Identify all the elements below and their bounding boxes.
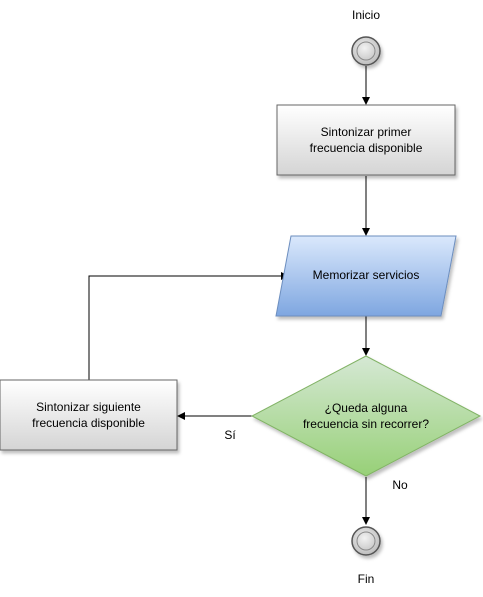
process-tune-next <box>0 379 178 451</box>
branch-yes-label: Sí <box>224 428 236 442</box>
start-terminal <box>351 36 381 66</box>
process-tune-next-label: Sintonizar siguiente frecuencia disponib… <box>32 400 145 430</box>
io-memorize-services-label: Memorizar servicios <box>312 268 420 282</box>
connector-tune-next-loop <box>88 272 289 380</box>
process-tune-first-label: Sintonizar primer frecuencia disponible <box>309 125 423 155</box>
start-label: Inicio <box>351 8 380 22</box>
connectors <box>88 66 370 525</box>
end-label: Fin <box>357 572 375 586</box>
decision-remaining-frequency <box>250 355 482 477</box>
end-terminal <box>351 526 381 556</box>
io-memorize-services <box>275 235 457 317</box>
branch-no-label: No <box>392 478 408 492</box>
process-tune-first <box>276 104 456 176</box>
decision-question-label: ¿Queda alguna frecuencia sin recorrer? <box>302 401 430 431</box>
